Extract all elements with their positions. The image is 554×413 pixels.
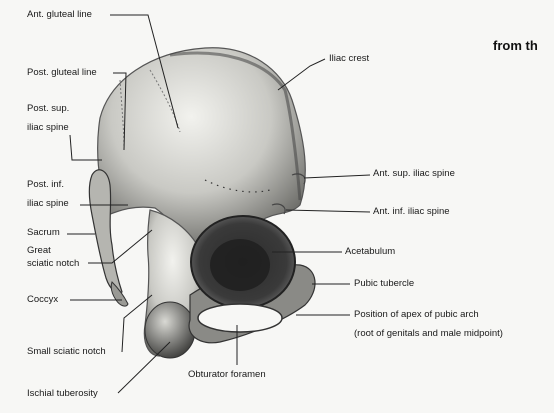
page-heading: from th <box>493 38 538 53</box>
label-post-gluteal-line: Post. gluteal line <box>27 67 97 78</box>
label-post-sup-iliac-spine-2: iliac spine <box>27 122 69 133</box>
label-great-sciatic-notch-2: sciatic notch <box>27 258 80 269</box>
label-pubic-arch-apex-2: (root of genitals and male midpoint) <box>354 328 503 339</box>
label-ant-sup-iliac-spine: Ant. sup. iliac spine <box>373 168 455 179</box>
label-obturator-foramen: Obturator foramen <box>188 369 266 380</box>
label-ant-gluteal-line: Ant. gluteal line <box>27 9 92 20</box>
label-sacrum: Sacrum <box>27 227 60 238</box>
label-ischial-tuberosity: Ischial tuberosity <box>27 388 98 399</box>
label-coccyx: Coccyx <box>27 294 59 305</box>
obturator-foramen-shape <box>197 303 283 333</box>
label-small-sciatic-notch: Small sciatic notch <box>27 346 106 357</box>
label-ant-inf-iliac-spine: Ant. inf. iliac spine <box>373 206 450 217</box>
label-pubic-tubercle: Pubic tubercle <box>354 278 415 289</box>
sacrum-shape <box>88 169 123 294</box>
leader-lines <box>67 14 371 394</box>
label-great-sciatic-notch-1: Great <box>27 245 51 256</box>
label-pubic-arch-apex-1: Position of apex of pubic arch <box>354 309 479 320</box>
label-post-sup-iliac-spine-1: Post. sup. <box>27 103 70 114</box>
label-post-inf-iliac-spine-2: iliac spine <box>27 198 69 209</box>
label-post-inf-iliac-spine-1: Post. inf. <box>27 179 64 190</box>
label-acetabulum: Acetabulum <box>345 246 396 257</box>
label-iliac-crest: Iliac crest <box>329 53 370 64</box>
ischial-tuberosity-shape <box>144 301 196 359</box>
coccyx-shape <box>110 281 129 307</box>
iliac-crest-shade <box>169 51 302 201</box>
ilium-wing <box>97 47 306 246</box>
